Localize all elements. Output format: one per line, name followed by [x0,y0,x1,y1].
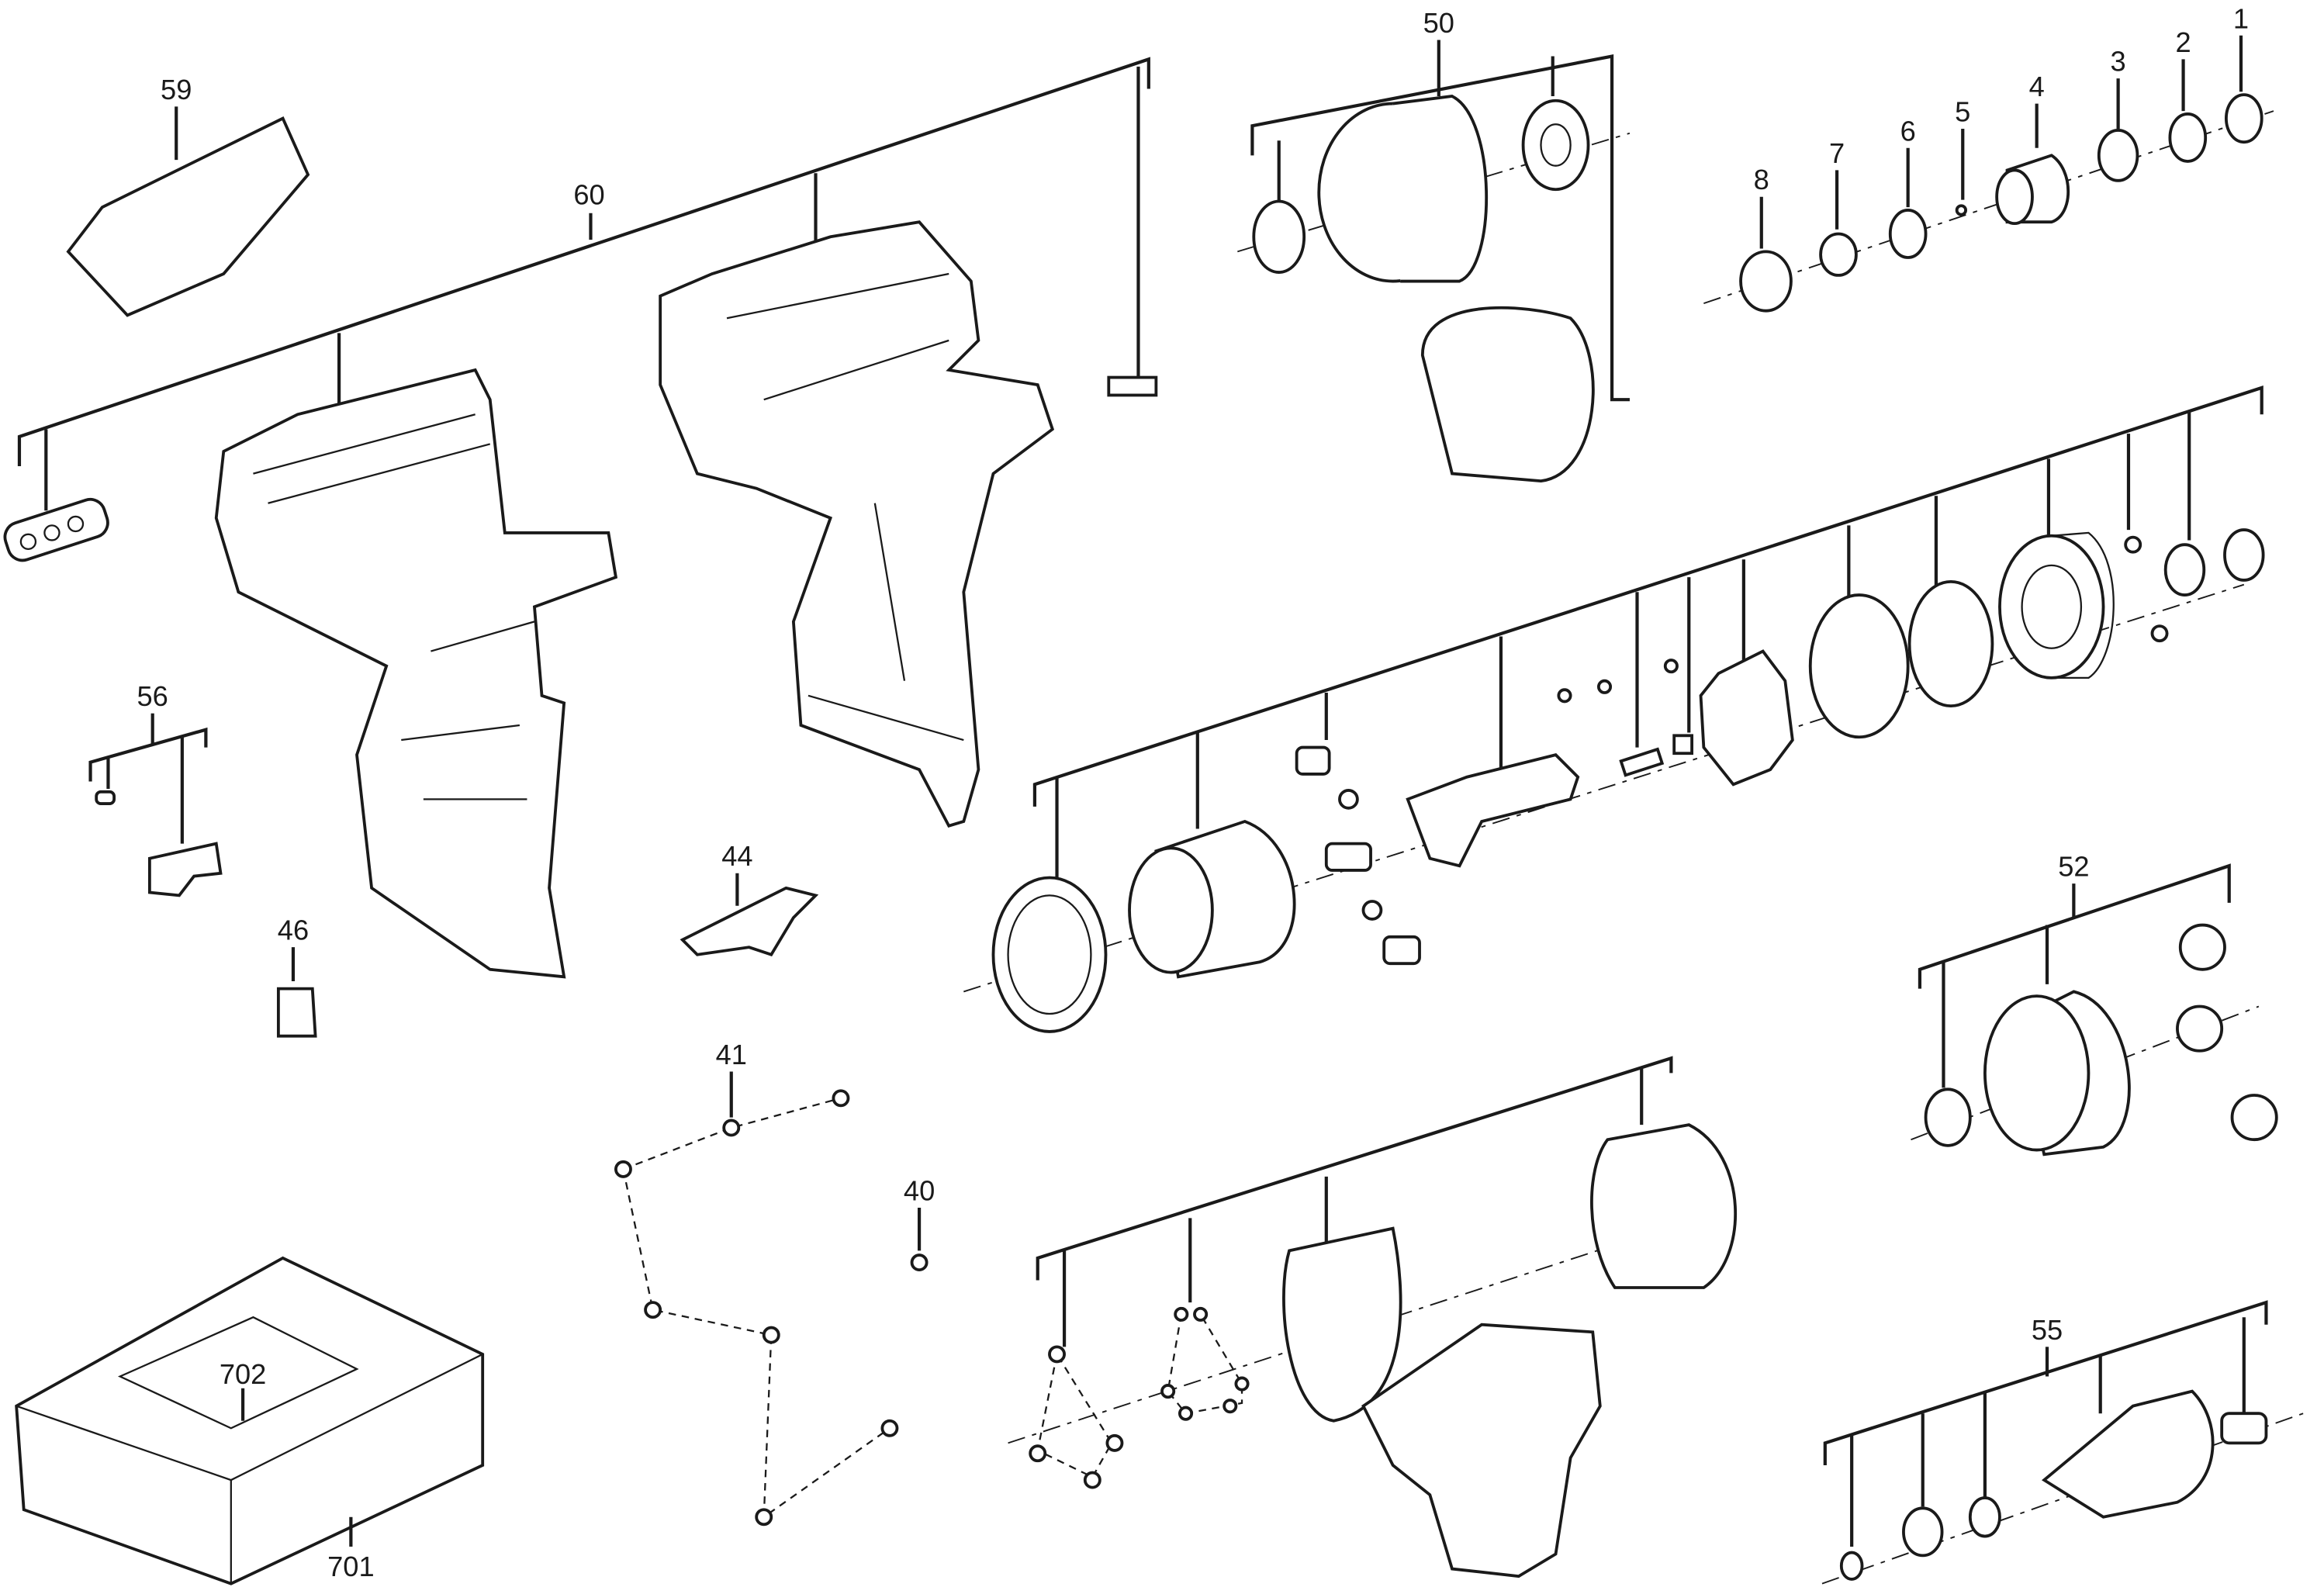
callout-2: 2 [2175,26,2191,58]
callout-60: 60 [573,178,604,210]
callout-55: 55 [2032,1314,2063,1346]
callout-7: 7 [1829,137,1845,169]
callout-8: 8 [1754,164,1769,195]
parts-1-to-8[interactable]: 1 2 3 4 5 6 7 8 [1703,2,2274,313]
callout-52: 52 [2058,851,2089,883]
callout-59: 59 [161,74,192,105]
motor-electronics-assembly[interactable] [1008,1056,1738,1578]
part-59-label-plate[interactable]: 59 [66,74,310,317]
callout-41: 41 [716,1039,747,1070]
callout-40: 40 [904,1174,935,1206]
callout-6: 6 [1900,115,1916,147]
part-41-screws[interactable]: 41 [614,1039,899,1527]
part-56-switch-parts[interactable]: 56 [88,680,223,897]
callout-56: 56 [137,680,168,712]
part-52-planetary-gear-set[interactable]: 52 [1911,851,2278,1157]
part-46-clip[interactable]: 46 [276,915,317,1038]
part-55-rotor-assembly[interactable]: 55 [1821,1300,2304,1585]
callout-702: 702 [220,1358,266,1390]
callout-5: 5 [1955,95,1970,127]
callout-44: 44 [721,840,752,872]
callout-4: 4 [2029,71,2045,102]
callout-3: 3 [2111,46,2126,78]
part-44-trigger-lever[interactable]: 44 [680,840,819,957]
callout-1: 1 [2233,2,2249,34]
part-60-housing-set[interactable]: 60 [1,57,1158,979]
callout-701: 701 [327,1551,374,1582]
part-40-screw[interactable]: 40 [904,1174,935,1272]
callout-46: 46 [278,915,309,946]
part-701-carrying-case[interactable]: 702 701 [15,1256,485,1585]
callout-50: 50 [1423,7,1454,39]
impact-mechanism-assembly[interactable] [963,386,2265,1033]
part-50-gear-housing[interactable]: 50 [1237,7,1631,483]
